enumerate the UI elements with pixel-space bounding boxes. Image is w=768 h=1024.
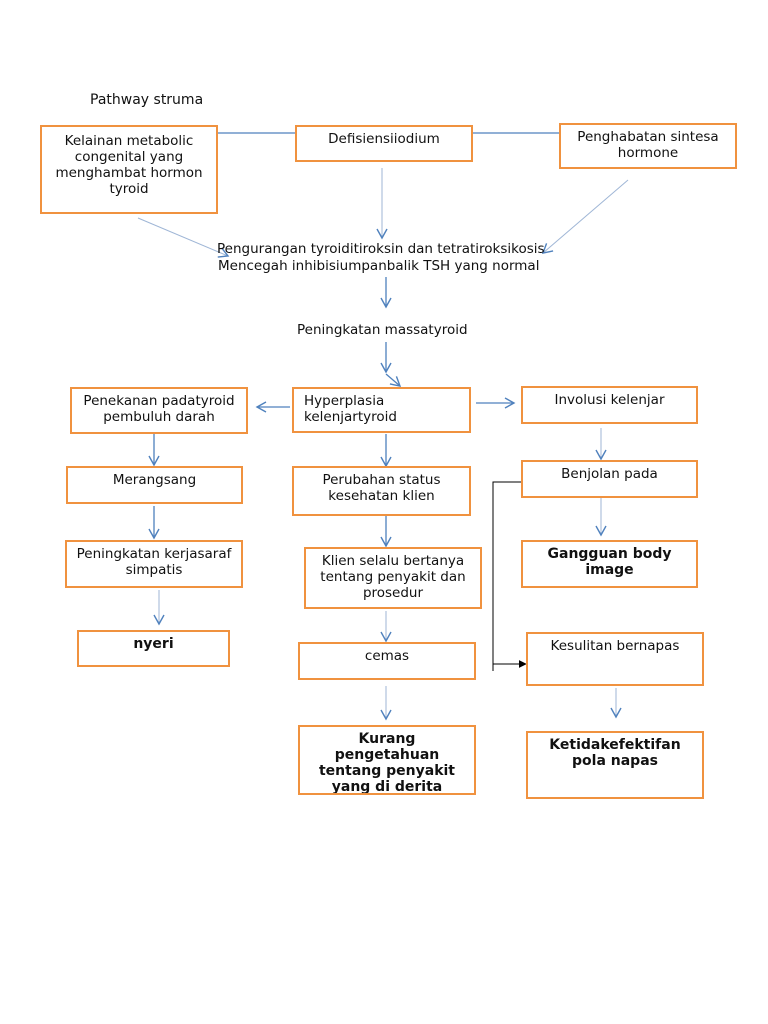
gangguan-body-image-box: Gangguan body image bbox=[521, 540, 698, 588]
diagram-title: Pathway struma bbox=[90, 92, 204, 108]
peningkatan-massa-text: Peningkatan massatyroid bbox=[297, 322, 468, 338]
pengurangan-text: Pengurangan tyroiditiroksin dan tetratir… bbox=[217, 241, 545, 257]
penekanan-box: Penekanan padatyroid pembuluh darah bbox=[70, 387, 248, 434]
peningkatan-saraf-box: Peningkatan kerjasaraf simpatis bbox=[65, 540, 243, 588]
nyeri-box: nyeri bbox=[77, 630, 230, 667]
penghambatan-sintesa-box: Penghabatan sintesa hormone bbox=[559, 123, 737, 169]
kelainan-metabolic-box: Kelainan metabolic congenital yang mengh… bbox=[40, 125, 218, 214]
benjolan-box: Benjolan pada bbox=[521, 460, 698, 498]
mencegah-text: Mencegah inhibisiumpanbalik TSH yang nor… bbox=[218, 258, 540, 274]
cemas-box: cemas bbox=[298, 642, 476, 680]
kesulitan-bernapas-box: Kesulitan bernapas bbox=[526, 632, 704, 686]
kurang-pengetahuan-box: Kurang pengetahuan tentang penyakit yang… bbox=[298, 725, 476, 795]
perubahan-status-box: Perubahan status kesehatan klien bbox=[292, 466, 471, 516]
involusi-box: Involusi kelenjar bbox=[521, 386, 698, 424]
hyperplasia-box: Hyperplasia kelenjartyroid bbox=[292, 387, 471, 433]
klien-bertanya-box: Klien selalu bertanya tentang penyakit d… bbox=[304, 547, 482, 609]
merangsang-box: Merangsang bbox=[66, 466, 243, 504]
defisiensi-iodium-box: Defisiensiiodium bbox=[295, 125, 473, 162]
ketidakefektifan-box: Ketidakefektifan pola napas bbox=[526, 731, 704, 799]
